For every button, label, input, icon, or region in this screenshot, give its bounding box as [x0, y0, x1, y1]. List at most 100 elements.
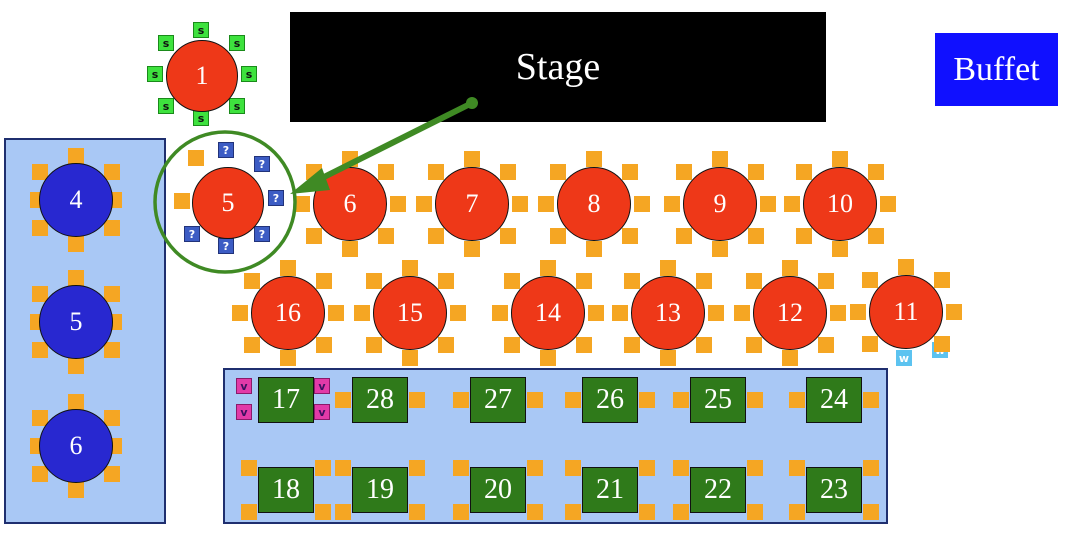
buffet-area[interactable]: Buffet [935, 33, 1058, 106]
seat[interactable] [500, 164, 516, 180]
seat[interactable] [428, 164, 444, 180]
seat[interactable] [378, 228, 394, 244]
seat[interactable] [241, 504, 257, 520]
seat[interactable] [492, 305, 508, 321]
seat[interactable] [565, 504, 581, 520]
seat[interactable] [328, 305, 344, 321]
seat[interactable] [428, 228, 444, 244]
seat[interactable] [104, 342, 120, 358]
seat[interactable] [664, 196, 680, 212]
seat[interactable] [673, 392, 689, 408]
seat[interactable] [174, 193, 190, 209]
seat[interactable] [586, 241, 602, 257]
seat[interactable] [68, 358, 84, 374]
seat-tag-v[interactable]: v [314, 378, 330, 394]
seat[interactable] [760, 196, 776, 212]
seat[interactable] [934, 336, 950, 352]
seat[interactable] [565, 460, 581, 476]
seat[interactable] [898, 259, 914, 275]
seat[interactable] [818, 273, 834, 289]
round-table-14[interactable]: 14 [511, 276, 585, 350]
round-table-9[interactable]: 9 [683, 167, 757, 241]
seat-tag-unknown[interactable]: ? [268, 190, 284, 206]
seat[interactable] [294, 196, 310, 212]
seat[interactable] [32, 410, 48, 426]
seat[interactable] [538, 196, 554, 212]
stage-area[interactable]: Stage [290, 12, 826, 122]
seat[interactable] [796, 228, 812, 244]
seat[interactable] [512, 196, 528, 212]
seat[interactable] [565, 392, 581, 408]
seat[interactable] [747, 392, 763, 408]
seat-tag-v[interactable]: v [236, 404, 252, 420]
seat[interactable] [622, 228, 638, 244]
seat[interactable] [335, 392, 351, 408]
square-table-28[interactable]: 28 [352, 377, 408, 423]
seat-tag-s[interactable]: s [158, 35, 174, 51]
seat-tag-unknown[interactable]: ? [254, 156, 270, 172]
square-table-27[interactable]: 27 [470, 377, 526, 423]
seat[interactable] [527, 392, 543, 408]
seat[interactable] [748, 228, 764, 244]
round-table-1[interactable]: 1 [166, 40, 238, 112]
seat[interactable] [104, 410, 120, 426]
seat[interactable] [622, 164, 638, 180]
seat[interactable] [784, 196, 800, 212]
seat[interactable] [354, 305, 370, 321]
seat[interactable] [104, 220, 120, 236]
seat[interactable] [409, 392, 425, 408]
seat[interactable] [639, 460, 655, 476]
seat[interactable] [280, 260, 296, 276]
seat[interactable] [315, 504, 331, 520]
seat[interactable] [453, 460, 469, 476]
seat[interactable] [342, 241, 358, 257]
seat[interactable] [453, 504, 469, 520]
seat[interactable] [504, 337, 520, 353]
seat-tag-unknown[interactable]: ? [218, 142, 234, 158]
seat[interactable] [789, 504, 805, 520]
seat[interactable] [316, 337, 332, 353]
square-table-21[interactable]: 21 [582, 467, 638, 513]
seat[interactable] [624, 273, 640, 289]
seat[interactable] [712, 241, 728, 257]
square-table-20[interactable]: 20 [470, 467, 526, 513]
seat[interactable] [32, 342, 48, 358]
seat[interactable] [527, 504, 543, 520]
seat[interactable] [366, 273, 382, 289]
seat[interactable] [241, 460, 257, 476]
seat[interactable] [673, 504, 689, 520]
seat[interactable] [68, 236, 84, 252]
seat[interactable] [335, 460, 351, 476]
seat[interactable] [527, 460, 543, 476]
round-table-11[interactable]: 11 [869, 275, 943, 349]
seat[interactable] [639, 504, 655, 520]
seat[interactable] [782, 260, 798, 276]
seat[interactable] [104, 466, 120, 482]
round-table-blue-6[interactable]: 6 [39, 409, 113, 483]
seat[interactable] [335, 504, 351, 520]
seat[interactable] [402, 350, 418, 366]
round-table-12[interactable]: 12 [753, 276, 827, 350]
seat[interactable] [504, 273, 520, 289]
seat[interactable] [366, 337, 382, 353]
seat[interactable] [789, 460, 805, 476]
seat[interactable] [782, 350, 798, 366]
seat-tag-v[interactable]: v [314, 404, 330, 420]
seat-tag-s[interactable]: s [147, 66, 163, 82]
round-table-16[interactable]: 16 [251, 276, 325, 350]
seat[interactable] [68, 394, 84, 410]
seat[interactable] [409, 504, 425, 520]
seat[interactable] [862, 272, 878, 288]
seat[interactable] [576, 337, 592, 353]
seat[interactable] [818, 337, 834, 353]
round-table-15[interactable]: 15 [373, 276, 447, 350]
seat[interactable] [676, 228, 692, 244]
seat[interactable] [68, 482, 84, 498]
seat[interactable] [32, 220, 48, 236]
seat[interactable] [747, 460, 763, 476]
seat-tag-unknown[interactable]: ? [254, 226, 270, 242]
seat-tag-unknown[interactable]: ? [218, 238, 234, 254]
seat[interactable] [232, 305, 248, 321]
seat[interactable] [464, 151, 480, 167]
seat[interactable] [464, 241, 480, 257]
